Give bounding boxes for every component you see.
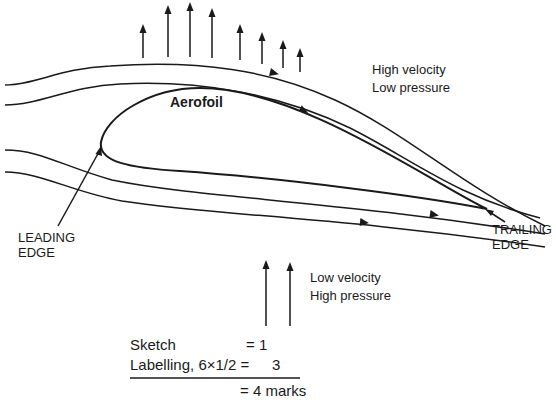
- marks-item: Labelling, 6×1/2 =: [130, 356, 249, 373]
- streamline: [5, 64, 545, 226]
- marks-total: = 4 marks: [240, 382, 306, 399]
- total-rule: [130, 377, 300, 379]
- part-label: LEADING EDGE: [18, 230, 75, 260]
- aerofoil-outline: [95, 80, 490, 215]
- streamline: [5, 83, 540, 218]
- part-label: TRAILING EDGE: [492, 222, 552, 252]
- part-name: Aerofoil: [170, 94, 223, 110]
- leader-line: [58, 150, 100, 226]
- marks-item: Sketch: [130, 336, 176, 353]
- flow-note: High velocity: [372, 62, 446, 77]
- flow-note: High pressure: [310, 288, 391, 303]
- marks-value: = 1: [246, 336, 267, 353]
- arrowheads: [96, 2, 495, 271]
- flow-note: Low velocity: [310, 270, 381, 285]
- flow-note: Low pressure: [372, 80, 450, 95]
- aerofoil-section: Aerofoil: [95, 80, 490, 215]
- marks-value: 3: [272, 356, 280, 373]
- streamline: [5, 172, 545, 247]
